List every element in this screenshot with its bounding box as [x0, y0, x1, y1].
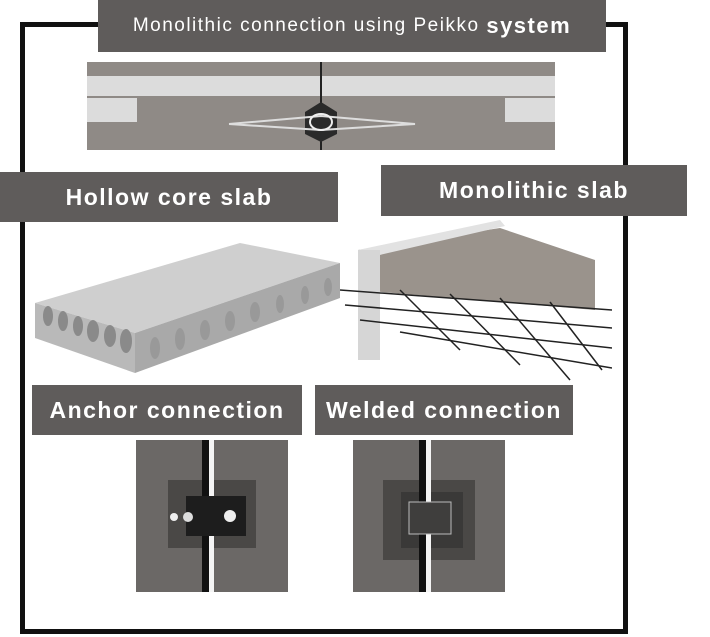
- welded-connection-label: Welded connection: [315, 385, 573, 435]
- title-emphasis: system: [486, 13, 572, 38]
- hollow-core-slab-label: Hollow core slab: [0, 172, 338, 222]
- hollow-core-slab-image: [35, 243, 340, 373]
- anchor-connection-image: [136, 440, 288, 592]
- monolithic-slab-label: Monolithic slab: [381, 165, 687, 216]
- anchor-connection-label: Anchor connection: [32, 385, 302, 435]
- title-banner: Monolithic connection using Peikko syste…: [98, 0, 606, 52]
- welded-connection-image: [353, 440, 505, 592]
- monolithic-slab-image: [340, 220, 612, 381]
- title-text: Monolithic connection using Peikko: [132, 15, 480, 36]
- monolithic-connection-section-diagram: [87, 62, 555, 150]
